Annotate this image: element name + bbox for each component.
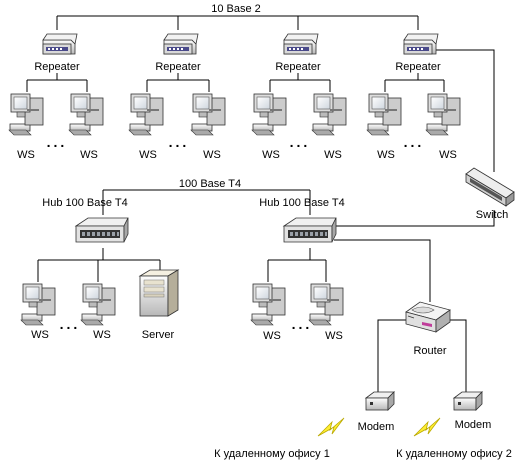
workstation-icon [80,283,116,326]
ws-label: WS [31,329,49,341]
ws-label: WS [262,149,280,161]
hub-icon [75,217,129,243]
remote-office-1-label: К удаленному офису 1 [214,448,330,460]
repeater-1: Repeater [34,33,80,73]
workstation-icon [251,93,287,136]
repeater-icon [42,33,78,55]
repeater-4: Repeater [395,33,441,73]
workstation-icon [20,283,56,326]
switch-label: Switch [476,209,508,221]
ellipsis: ... [404,134,425,150]
lightning-icon [413,417,441,437]
ws-group-2: WS ... WS [128,93,226,161]
workstation-icon [128,93,164,136]
modem-icon [453,391,483,411]
hub-right: Hub 100 Base T4 [259,197,345,243]
hub-left: Hub 100 Base T4 [42,197,129,243]
workstation-icon [68,93,104,136]
router-device: Router [405,301,451,357]
hub-label: Hub 100 Base T4 [259,197,344,209]
workstation-icon [308,283,344,326]
modem-label: Modem [358,421,395,433]
switch-device: Switch [465,167,515,221]
repeater-icon [403,33,439,55]
hub-label: Hub 100 Base T4 [42,197,127,209]
repeater-3: Repeater [275,33,321,73]
switch-icon [465,167,515,207]
repeater-label: Repeater [34,61,80,73]
ws-label: WS [324,149,342,161]
ws-label: WS [80,149,98,161]
ws-label: WS [17,149,35,161]
workstation-icon [190,93,226,136]
server-device: Server [139,269,179,341]
ws-group-4: WS ... WS [366,93,461,161]
modem-icon [365,391,395,411]
modem-2: Modem [453,391,492,431]
bus-10base2-label: 10 Base 2 [211,3,261,15]
ws-label: WS [263,330,281,342]
ws-group-3: WS ... WS [251,93,347,161]
repeater-label: Repeater [395,61,441,73]
ellipsis: ... [47,134,68,150]
workstation-icon [250,283,286,326]
repeater-2: Repeater [155,33,201,73]
lightning-icon [317,417,345,437]
ws-label: WS [325,330,343,342]
modem-label: Modem [455,419,492,431]
repeater-icon [163,33,199,55]
remote-office-2-label: К удаленному офису 2 [396,448,512,460]
bus-100baset4-label: 100 Base T4 [179,178,241,190]
ws-label: WS [439,149,457,161]
ws-label: WS [203,149,221,161]
server-icon [139,269,179,317]
repeater-label: Repeater [275,61,321,73]
ws-group-1: WS ... WS [8,93,104,161]
workstation-icon [425,93,461,136]
ellipsis: ... [169,134,190,150]
ws-label: WS [93,329,111,341]
ws-group-5: WS ... WS [20,283,116,341]
ellipsis: ... [60,316,81,332]
router-icon [405,301,451,333]
workstation-icon [8,93,44,136]
router-label: Router [413,345,446,357]
hub-icon [283,217,337,243]
ellipsis: ... [290,134,311,150]
workstation-icon [366,93,402,136]
repeater-icon [283,33,319,55]
cable-lines [26,15,495,392]
workstation-icon [311,93,347,136]
ws-label: WS [139,149,157,161]
repeater-label: Repeater [155,61,201,73]
ellipsis: ... [292,316,313,332]
server-label: Server [142,329,175,341]
ws-label: WS [377,149,395,161]
ws-group-6: WS ... WS [250,283,344,342]
modem-1: Modem [358,391,395,433]
